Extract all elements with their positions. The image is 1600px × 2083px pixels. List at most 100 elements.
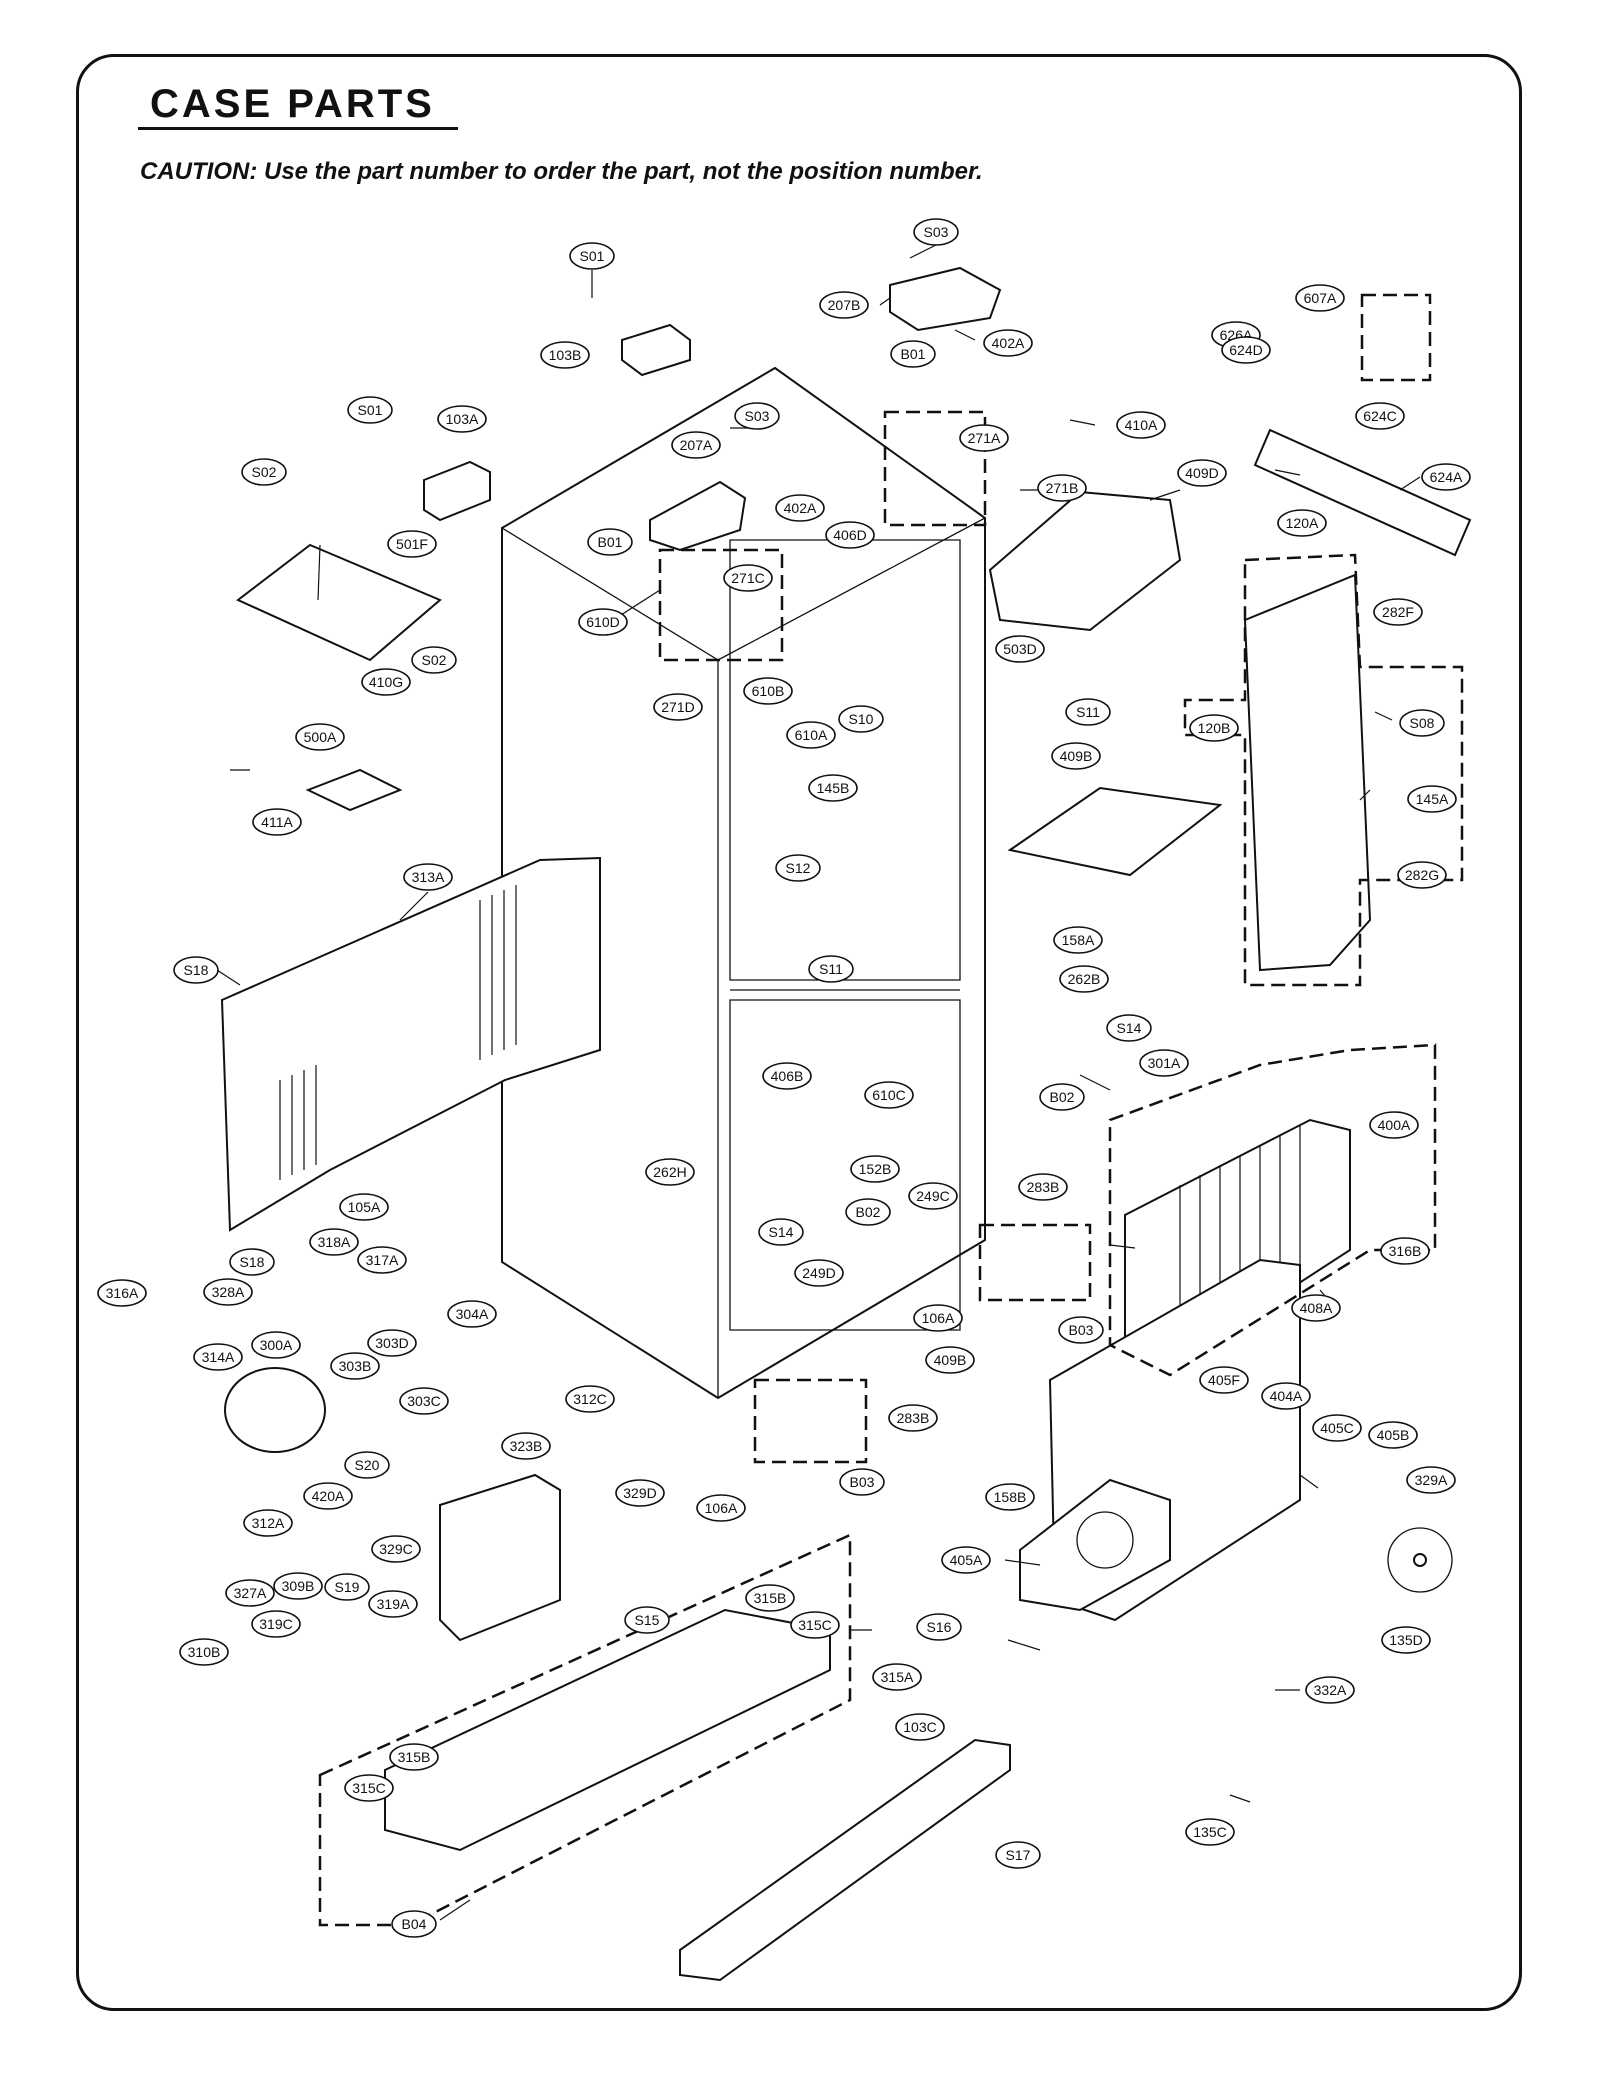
svg-text:610D: 610D bbox=[586, 614, 619, 630]
label-271D: 271D bbox=[653, 693, 703, 721]
label-501F: 501F bbox=[387, 530, 437, 558]
svg-text:409B: 409B bbox=[934, 1352, 967, 1368]
svg-text:303B: 303B bbox=[339, 1358, 372, 1374]
svg-text:282G: 282G bbox=[1405, 867, 1439, 883]
svg-text:S11: S11 bbox=[819, 961, 843, 977]
label-207A: 207A bbox=[671, 431, 721, 459]
label-314A: 314A bbox=[193, 1343, 243, 1371]
part-300A-compressor bbox=[224, 1367, 326, 1453]
label-312C: 312C bbox=[565, 1385, 615, 1413]
label-624A: 624A bbox=[1421, 463, 1471, 491]
label-158B: 158B bbox=[985, 1483, 1035, 1511]
svg-text:316A: 316A bbox=[106, 1285, 139, 1301]
label-106A-b: 106A bbox=[696, 1494, 746, 1522]
leader-lines bbox=[216, 244, 1436, 1921]
svg-text:S12: S12 bbox=[786, 860, 811, 876]
label-B01-a: B01 bbox=[890, 340, 936, 368]
svg-text:313A: 313A bbox=[412, 869, 445, 885]
svg-text:624A: 624A bbox=[1430, 469, 1463, 485]
label-318A: 318A bbox=[309, 1228, 359, 1256]
label-105A: 105A bbox=[339, 1193, 389, 1221]
label-406B: 406B bbox=[762, 1062, 812, 1090]
svg-text:105A: 105A bbox=[348, 1199, 381, 1215]
svg-text:411A: 411A bbox=[261, 814, 293, 830]
label-315B-b: 315B bbox=[389, 1743, 439, 1771]
label-402A-a: 402A bbox=[983, 329, 1033, 357]
label-262H: 262H bbox=[645, 1158, 695, 1186]
label-309B: 309B bbox=[273, 1572, 323, 1600]
label-315B-a: 315B bbox=[745, 1584, 795, 1612]
label-135D: 135D bbox=[1381, 1626, 1431, 1654]
label-316B: 316B bbox=[1380, 1237, 1430, 1265]
part-103A-cover bbox=[423, 460, 491, 522]
label-610A: 610A bbox=[786, 721, 836, 749]
svg-text:B01: B01 bbox=[598, 534, 623, 550]
label-B03-a: B03 bbox=[1058, 1316, 1104, 1344]
label-S18-b: S18 bbox=[229, 1248, 275, 1276]
label-S14-b: S14 bbox=[758, 1218, 804, 1246]
label-106A-a: 106A bbox=[913, 1304, 963, 1332]
label-283B-b: 283B bbox=[888, 1404, 938, 1432]
label-328A: 328A bbox=[203, 1278, 253, 1306]
label-303D: 303D bbox=[367, 1329, 417, 1357]
label-S12: S12 bbox=[775, 854, 821, 882]
svg-text:262B: 262B bbox=[1068, 971, 1101, 987]
svg-text:405C: 405C bbox=[1320, 1420, 1353, 1436]
label-503D: 503D bbox=[995, 635, 1045, 663]
label-S02-a: S02 bbox=[241, 458, 287, 486]
label-S17: S17 bbox=[995, 1841, 1041, 1869]
svg-text:271A: 271A bbox=[968, 430, 1001, 446]
label-313A: 313A bbox=[403, 863, 453, 891]
svg-text:400A: 400A bbox=[1378, 1117, 1411, 1133]
svg-text:318A: 318A bbox=[318, 1234, 351, 1250]
label-409B-b: 409B bbox=[925, 1346, 975, 1374]
label-S15: S15 bbox=[624, 1606, 670, 1634]
group-outlines bbox=[318, 293, 1464, 1927]
label-406D: 406D bbox=[825, 521, 875, 549]
svg-text:610C: 610C bbox=[872, 1087, 905, 1103]
svg-text:405A: 405A bbox=[950, 1552, 983, 1568]
label-S10: S10 bbox=[838, 705, 884, 733]
svg-text:312C: 312C bbox=[573, 1391, 606, 1407]
svg-text:S03: S03 bbox=[924, 224, 949, 240]
svg-text:323B: 323B bbox=[510, 1438, 543, 1454]
svg-text:328A: 328A bbox=[212, 1284, 245, 1300]
svg-text:303C: 303C bbox=[407, 1393, 440, 1409]
label-405F: 405F bbox=[1199, 1366, 1249, 1394]
part-103C-bar bbox=[679, 1738, 1011, 1982]
part-158A-tray bbox=[1007, 786, 1223, 877]
part-323B-condenser bbox=[439, 1473, 561, 1642]
svg-text:B03: B03 bbox=[850, 1474, 875, 1490]
svg-text:315C: 315C bbox=[798, 1617, 831, 1633]
label-319A: 319A bbox=[368, 1590, 418, 1618]
svg-text:315B: 315B bbox=[398, 1749, 431, 1765]
label-271A: 271A bbox=[959, 424, 1009, 452]
svg-text:303D: 303D bbox=[375, 1335, 408, 1351]
svg-text:624C: 624C bbox=[1363, 408, 1396, 424]
label-249D: 249D bbox=[794, 1259, 844, 1287]
svg-text:S15: S15 bbox=[635, 1612, 660, 1628]
label-120B: 120B bbox=[1189, 714, 1239, 742]
label-158A: 158A bbox=[1053, 926, 1103, 954]
svg-text:501F: 501F bbox=[396, 536, 428, 552]
label-316A: 316A bbox=[97, 1279, 147, 1307]
svg-text:402A: 402A bbox=[784, 500, 817, 516]
label-500A: 500A bbox=[295, 723, 345, 751]
svg-text:607A: 607A bbox=[1304, 290, 1337, 306]
part-409D-housing bbox=[988, 490, 1182, 632]
label-329A: 329A bbox=[1406, 1466, 1456, 1494]
label-319C: 319C bbox=[251, 1610, 301, 1638]
title-underline bbox=[138, 127, 458, 130]
label-300A: 300A bbox=[251, 1331, 301, 1359]
label-145B: 145B bbox=[808, 774, 858, 802]
label-283B-a: 283B bbox=[1018, 1173, 1068, 1201]
svg-text:315A: 315A bbox=[881, 1669, 914, 1685]
label-405B: 405B bbox=[1368, 1421, 1418, 1449]
label-271B: 271B bbox=[1037, 474, 1087, 502]
svg-text:249D: 249D bbox=[802, 1265, 835, 1281]
label-607A: 607A bbox=[1295, 284, 1345, 312]
label-329C: 329C bbox=[371, 1535, 421, 1563]
svg-text:103C: 103C bbox=[903, 1719, 936, 1735]
label-323B: 323B bbox=[501, 1432, 551, 1460]
